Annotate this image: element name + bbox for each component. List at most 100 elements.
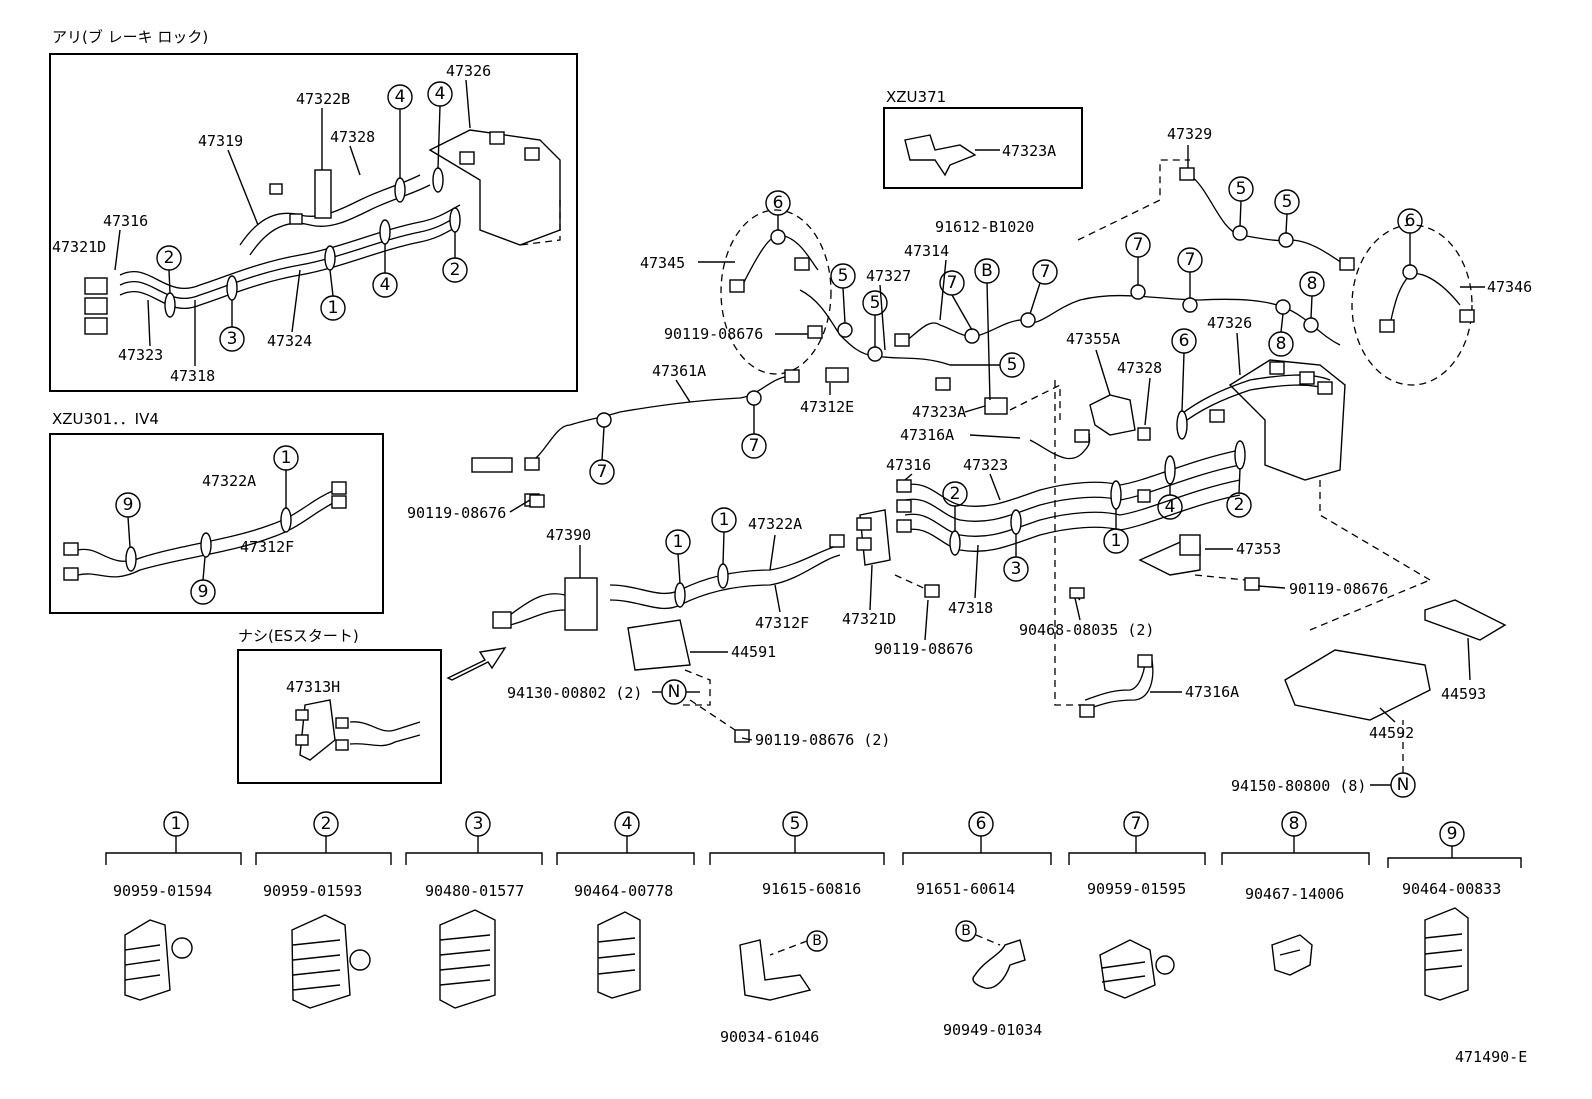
part-label: 47318 (948, 599, 993, 617)
inset-xzu371-frame (883, 107, 1083, 189)
main-part-labels: 47329 47346 47345 91612-B1020 47314 4732… (407, 125, 1532, 795)
part-label: 91612-B1020 (935, 218, 1034, 236)
part-label: 47323 (963, 456, 1008, 474)
legend-part-number: 90464-00833 (1402, 880, 1501, 898)
svg-text:1: 1 (171, 814, 182, 834)
part-label: 47355A (1066, 330, 1120, 348)
legend-part-number: 90464-00778 (574, 882, 673, 900)
svg-text:4: 4 (1165, 497, 1176, 517)
inset-xzu301-caption: XZU301．．IV4 (52, 410, 159, 428)
part-label: 47323A (1002, 142, 1056, 160)
svg-text:5: 5 (838, 266, 849, 286)
svg-text:3: 3 (1011, 559, 1022, 579)
legend-part-number: 90949-01034 (943, 1021, 1042, 1039)
part-label: 47316A (900, 426, 954, 444)
svg-text:7: 7 (1131, 814, 1142, 834)
svg-text:B: B (981, 261, 993, 281)
legend-item-6: 6 91651-60614 B 90949-01034 (902, 811, 1052, 1039)
legend-item-2: 2 90959-01593 (255, 811, 392, 1009)
inset-xzu371-caption: XZU371 (886, 88, 946, 106)
part-label: 44592 (1369, 724, 1414, 742)
legend-part-number: 90034-61046 (720, 1028, 819, 1046)
svg-text:1: 1 (673, 532, 684, 552)
part-label: 47346 (1487, 278, 1532, 296)
part-label: 94130-00802 (2) (507, 684, 642, 702)
main-assembly-drawing (471, 159, 1507, 743)
legend-item-4: 4 90464-00778 (556, 811, 695, 999)
part-label: 47323A (912, 403, 966, 421)
legend: 1 90959-01594 2 90959-01593 3 90480-0157… (105, 811, 1522, 1046)
inset-es-start-caption: ナシ(ESスタート) (238, 627, 359, 645)
legend-item-8: 8 90467-14006 (1221, 811, 1370, 976)
svg-text:7: 7 (749, 436, 760, 456)
part-label: 47322A (202, 472, 256, 490)
svg-text:5: 5 (790, 814, 801, 834)
legend-item-7: 7 90959-01595 (1068, 811, 1206, 999)
svg-text:6: 6 (976, 814, 987, 834)
legend-part-number: 91651-60614 (916, 880, 1015, 898)
part-label: 90119-08676 (2) (755, 731, 890, 749)
svg-text:9: 9 (1447, 824, 1458, 844)
part-label: 90119-08676 (874, 640, 973, 658)
legend-item-5: 5 91615-60816 B 90034-61046 (709, 811, 885, 1046)
part-label: 47313H (286, 678, 340, 696)
main-callouts: 6 5 5 7 B 7 5 7 7 5 5 8 8 6 6 7 7 1 1 2 … (589, 176, 1423, 798)
svg-text:N: N (1397, 775, 1410, 795)
part-label: 47312F (240, 538, 294, 556)
part-label: 47328 (1117, 359, 1162, 377)
svg-text:4: 4 (380, 275, 391, 295)
svg-text:2: 2 (321, 814, 332, 834)
svg-text:5: 5 (1282, 192, 1293, 212)
svg-text:2: 2 (450, 260, 461, 280)
part-label: 90119-08676 (1289, 580, 1388, 598)
svg-text:7: 7 (1133, 235, 1144, 255)
part-label: 90468-08035 (2) (1019, 621, 1154, 639)
inset-xzu371-drawing (904, 134, 1000, 177)
part-label: 47345 (640, 254, 685, 272)
part-label: 47319 (198, 132, 243, 150)
inset-brake-lock-caption: アリ(ブ レーキ ロック) (52, 28, 208, 46)
part-label: 47322A (748, 515, 802, 533)
svg-text:8: 8 (1289, 814, 1300, 834)
svg-text:6: 6 (773, 193, 784, 213)
svg-text:7: 7 (1040, 262, 1051, 282)
legend-part-number: 90480-01577 (425, 882, 524, 900)
part-label: 44593 (1441, 685, 1486, 703)
legend-part-number: 90467-14006 (1245, 885, 1344, 903)
legend-part-number: 90959-01593 (263, 882, 362, 900)
svg-text:3: 3 (473, 814, 484, 834)
part-label: 47328 (330, 128, 375, 146)
svg-text:N: N (668, 682, 681, 702)
svg-text:7: 7 (597, 462, 608, 482)
inset-es-start-frame (237, 649, 442, 784)
part-label: 47353 (1236, 540, 1281, 558)
legend-item-1: 1 90959-01594 (105, 811, 242, 1001)
svg-text:3: 3 (227, 329, 238, 349)
legend-part-number: 91615-60816 (762, 880, 861, 898)
svg-text:9: 9 (123, 495, 134, 515)
svg-text:6: 6 (1179, 331, 1190, 351)
part-label: 47327 (866, 267, 911, 285)
diagram-code: 471490-E (1455, 1048, 1527, 1066)
svg-text:B: B (961, 923, 971, 939)
part-label: 47312F (755, 614, 809, 632)
part-label: 47318 (170, 367, 215, 385)
svg-text:1: 1 (1111, 531, 1122, 551)
part-label: 90119-08676 (664, 325, 763, 343)
part-label: 47323 (118, 346, 163, 364)
legend-part-number: 90959-01595 (1087, 880, 1186, 898)
part-label: 47316A (1185, 683, 1239, 701)
part-label: 94150-80800 (8) (1231, 777, 1366, 795)
svg-text:7: 7 (947, 273, 958, 293)
legend-part-number: 90959-01594 (113, 882, 212, 900)
part-label: 47314 (904, 242, 949, 260)
legend-item-3: 3 90480-01577 (405, 811, 543, 1009)
part-label: 47322B (296, 90, 350, 108)
part-label: 47321D (842, 610, 896, 628)
svg-text:6: 6 (1405, 211, 1416, 231)
inset-es-start-drawing (295, 647, 507, 761)
part-label: 47326 (1207, 314, 1252, 332)
svg-text:8: 8 (1307, 274, 1318, 294)
svg-text:8: 8 (1276, 334, 1287, 354)
